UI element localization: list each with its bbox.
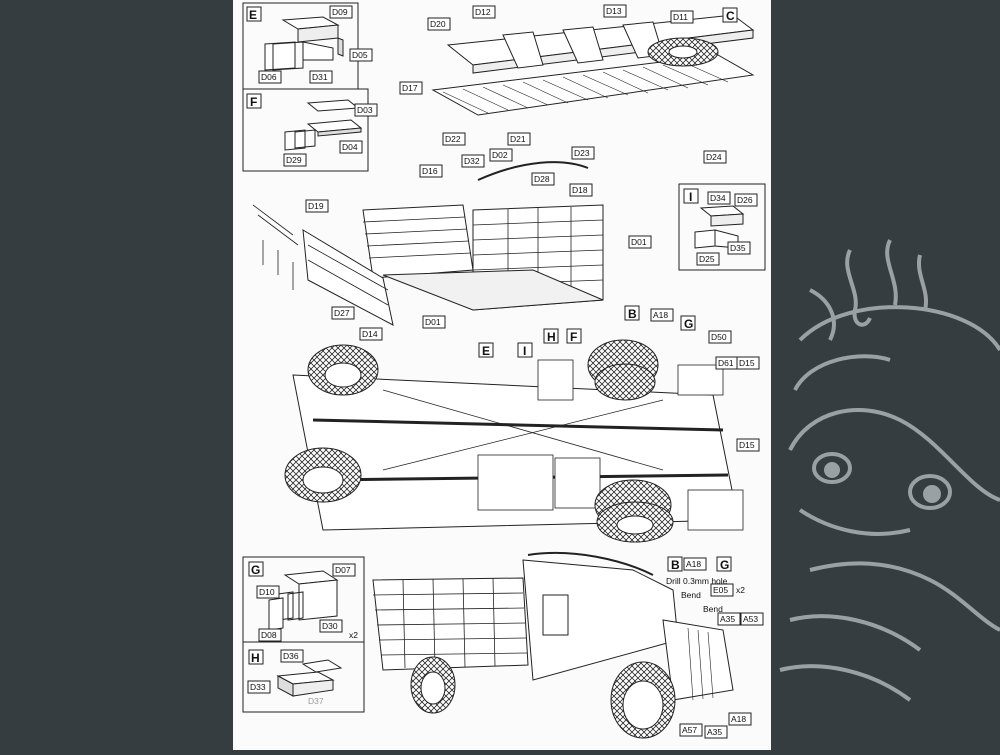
part-label: D01 [425, 317, 441, 327]
part-label: D05 [352, 50, 368, 60]
part-label: D19 [308, 201, 324, 211]
part-label: D61 [718, 358, 734, 368]
part-label: D04 [342, 142, 358, 152]
part-label: D14 [362, 329, 378, 339]
dragon-mascot-icon [770, 230, 1000, 750]
chassis-assembly: B G E I H F B G A18 D50 D61 D15 D15 [284, 305, 760, 572]
panel-i-tag: I [689, 190, 692, 204]
qty-label: x2 [736, 585, 745, 595]
part-label: D27 [334, 308, 350, 318]
panel-g: G D07 D10 D08 D30 x2 [242, 556, 365, 643]
part-label: D06 [261, 72, 277, 82]
panel-i: I D34 D26 D25 D35 [678, 183, 766, 271]
panel-f-tag: F [250, 95, 257, 109]
part-label: D09 [332, 7, 348, 17]
chassis-tag: I [523, 344, 526, 358]
part-label: D07 [335, 565, 351, 575]
panel-g-tag: G [251, 563, 260, 577]
part-label: D17 [402, 83, 418, 93]
part-label: D24 [706, 152, 722, 162]
top-assembly: C D12 D13 D11 D20 D17 D22 D21 D23 D24 D0… [399, 4, 755, 164]
part-label: A57 [682, 725, 697, 735]
chassis-tag: H [547, 330, 556, 344]
panel-g-qty: x2 [349, 630, 358, 640]
part-label: A18 [653, 310, 668, 320]
part-label: D10 [259, 587, 275, 597]
part-label: A18 [686, 559, 701, 569]
part-label: D03 [357, 105, 373, 115]
bed-assembly: D32 D16 D28 D18 D19 D01 D27 D14 D01 [252, 154, 652, 341]
panel-f: F D03 D04 D29 [242, 88, 378, 172]
note-drill: Drill 0.3mm hole [666, 576, 728, 586]
part-label: D36 [283, 651, 299, 661]
chassis-tag: G [684, 317, 693, 331]
final-truck-view: Drill 0.3mm hole Bend Bend E05 x2 A35 A5… [372, 552, 764, 739]
part-label: D15 [739, 358, 755, 368]
chassis-tag: G [720, 558, 729, 572]
part-label: D32 [464, 156, 480, 166]
chassis-tag: B [671, 558, 680, 572]
part-label: D13 [606, 6, 622, 16]
part-label: A18 [731, 714, 746, 724]
part-label: D37 [308, 696, 324, 706]
instruction-drawing: E D09 D05 D06 D31 F D03 D04 D2 [242, 2, 766, 739]
top-assembly-tag: C [726, 9, 735, 23]
part-label: D15 [739, 440, 755, 450]
panel-h: H D36 D33 D37 [242, 641, 365, 713]
panel-h-tag: H [251, 651, 260, 665]
chassis-tag: E [482, 344, 490, 358]
chassis-tag: F [570, 330, 577, 344]
part-label: D23 [574, 148, 590, 158]
part-label: A53 [743, 614, 758, 624]
part-label: D18 [572, 185, 588, 195]
part-label: D28 [534, 174, 550, 184]
part-label: D22 [445, 134, 461, 144]
part-label: A35 [707, 727, 722, 737]
part-label: D20 [430, 19, 446, 29]
part-label: D16 [422, 166, 438, 176]
panel-e: E D09 D05 D06 D31 [242, 2, 373, 90]
part-label: E05 [713, 585, 728, 595]
part-label: D31 [312, 72, 328, 82]
part-label: D30 [322, 621, 338, 631]
panel-e-tag: E [249, 8, 257, 22]
part-label: D08 [261, 630, 277, 640]
part-label: D34 [710, 193, 726, 203]
part-label: D50 [711, 332, 727, 342]
part-label: D01 [631, 237, 647, 247]
part-label: D35 [730, 243, 746, 253]
part-label: D33 [250, 682, 266, 692]
part-label: D29 [286, 155, 302, 165]
part-label: D21 [510, 134, 526, 144]
note-bend: Bend [681, 590, 701, 600]
part-label: D02 [492, 150, 508, 160]
note-bend-2: Bend [703, 604, 723, 614]
part-label: D12 [475, 7, 491, 17]
chassis-tag: B [628, 307, 637, 321]
part-label: D25 [699, 254, 715, 264]
part-label: D11 [673, 12, 688, 22]
part-label: A35 [720, 614, 735, 624]
part-label: D26 [737, 195, 753, 205]
instruction-sheet: E D09 D05 D06 D31 F D03 D04 D2 [233, 0, 771, 750]
